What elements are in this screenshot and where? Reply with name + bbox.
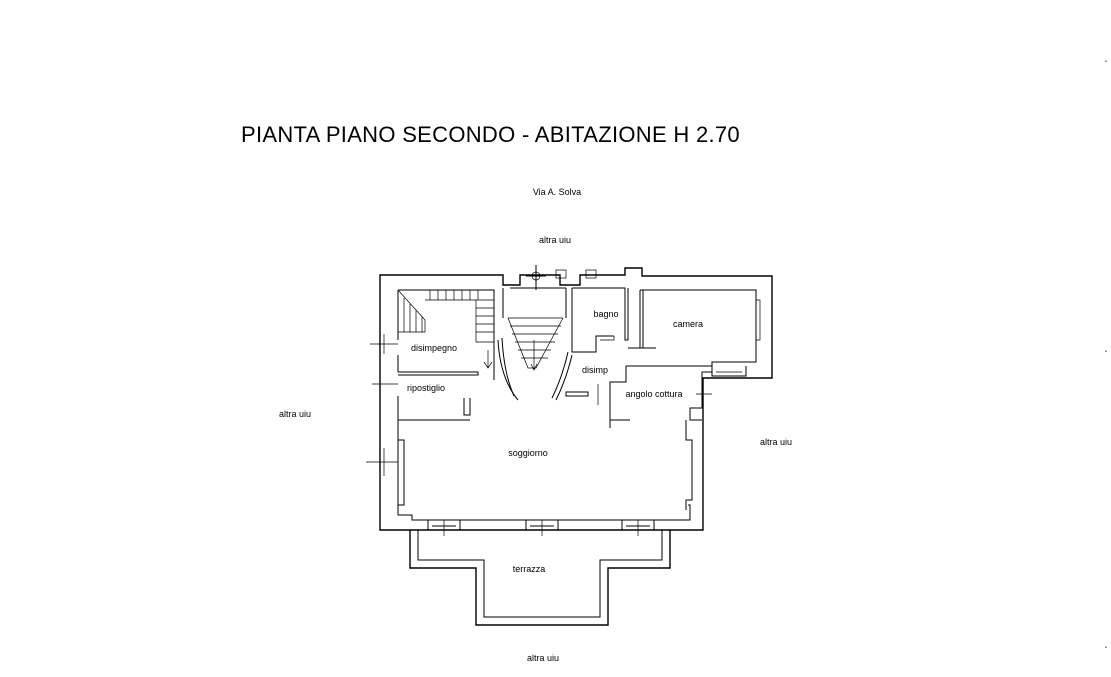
soggiorno-walls — [397, 420, 693, 510]
stair-central — [497, 265, 573, 401]
room-label-angolo-cottura: angolo cottura — [625, 389, 682, 399]
neighbor-label-north: altra uiu — [539, 235, 571, 245]
openings — [366, 269, 712, 536]
room-label-disimpegno: disimpegno — [411, 343, 457, 353]
neighbor-label-west: altra uiu — [279, 409, 311, 419]
plan-title: PIANTA PIANO SECONDO - ABITAZIONE H 2.70 — [241, 122, 740, 147]
room-label-bagno: bagno — [593, 309, 618, 319]
neighbor-label-south: altra uiu — [527, 653, 559, 663]
outer-wall — [379, 267, 773, 531]
room-label-disimp: disimp — [582, 365, 608, 375]
room-label-terrazza: terrazza — [513, 564, 546, 574]
terrazza — [409, 530, 671, 626]
stair-left — [397, 289, 494, 369]
street-label: Via A. Solva — [533, 187, 581, 197]
camera-walls — [628, 290, 761, 349]
disimpegno-walls — [397, 371, 479, 421]
bagno-walls — [572, 287, 629, 341]
edge-tick-bottom: ˇ — [1104, 646, 1108, 655]
room-label-camera: camera — [673, 319, 703, 329]
edge-tick-middle: ˇ — [1104, 350, 1108, 359]
room-label-ripostiglio: ripostiglio — [407, 383, 445, 393]
room-label-soggiorno: soggiorno — [508, 448, 548, 458]
neighbor-label-east: altra uiu — [760, 437, 792, 447]
edge-tick-top: ˇ — [1104, 60, 1108, 69]
